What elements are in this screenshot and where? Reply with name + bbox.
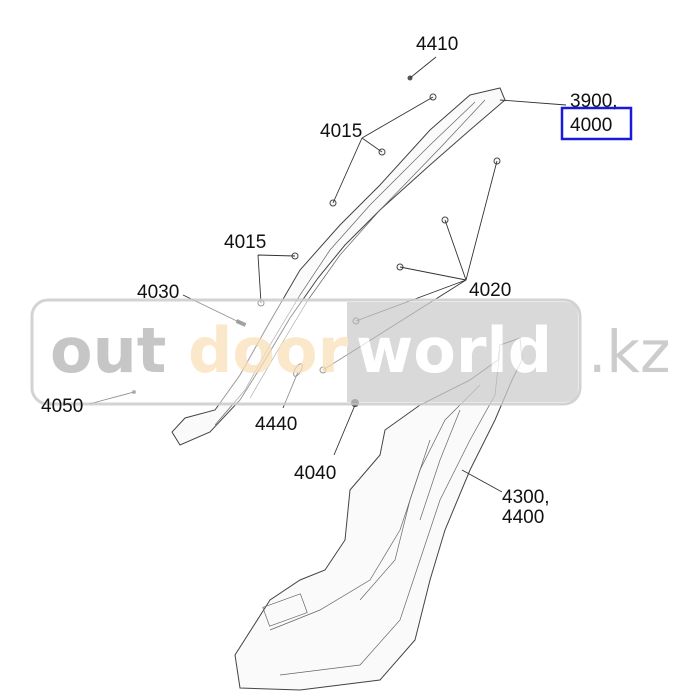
- upper-side-rail-part[interactable]: [171, 87, 506, 446]
- watermark-kz: .kz: [588, 318, 670, 386]
- callout-4410[interactable]: 4410: [416, 34, 458, 55]
- watermark-door: door: [188, 314, 349, 387]
- clip-4440: [293, 363, 303, 377]
- highlight-box: [560, 106, 633, 141]
- callout-4050[interactable]: 4050: [41, 396, 83, 417]
- callout-4440[interactable]: 4440: [255, 414, 297, 435]
- watermark-world: world: [356, 314, 552, 387]
- callout-4020[interactable]: 4020: [469, 280, 511, 301]
- callout-4015[interactable]: 4015: [320, 121, 362, 142]
- watermark-out: out: [50, 314, 166, 387]
- watermark: out door world .kz: [30, 298, 670, 406]
- callout-4400[interactable]: 4400: [502, 507, 544, 528]
- callout-4015[interactable]: 4015: [224, 232, 266, 253]
- callout-4040[interactable]: 4040: [294, 463, 336, 484]
- callout-4000[interactable]: 4000: [570, 115, 612, 136]
- callout-4030[interactable]: 4030: [137, 282, 179, 303]
- callout-4300[interactable]: 4300,: [502, 487, 550, 508]
